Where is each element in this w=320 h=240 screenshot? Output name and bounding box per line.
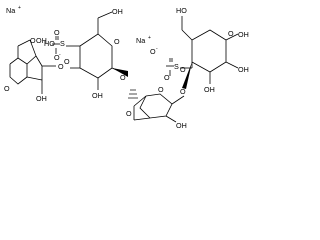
chemical-structure-drawing: Na + Na + (4, 5, 249, 130)
atom-ho: HO (44, 39, 55, 48)
atom-o: O (180, 65, 186, 74)
sodium-symbol: Na (136, 36, 145, 45)
atom-o: O (158, 85, 164, 94)
atom-o: O (164, 73, 170, 82)
atom-o: O (180, 87, 186, 96)
atom-o-anion: O (150, 47, 156, 56)
atom-oh: OH (204, 85, 215, 94)
atom-o: O (4, 84, 10, 93)
sodium-symbol: Na (6, 6, 15, 15)
atom-o: O (30, 36, 36, 45)
atom-o: O (228, 29, 234, 38)
atom-o-anion: O (54, 53, 60, 62)
atom-labels: O OH O OH O HO O S O - O OH O OH O O O O… (4, 6, 249, 130)
atom-oh: OH (92, 91, 103, 100)
sodium-charge: + (18, 5, 21, 11)
atom-o: O (114, 37, 120, 46)
atom-ho: HO (176, 6, 187, 15)
atom-o: O (54, 28, 60, 37)
atom-oh: OH (112, 7, 123, 16)
atom-s: S (60, 39, 65, 48)
atom-o: O (64, 57, 70, 66)
stereo-bonds (112, 62, 192, 99)
anion-charge: - (156, 46, 158, 52)
atom-oh: OH (176, 121, 187, 130)
atom-oh: OH (36, 94, 47, 103)
atom-oh: OH (238, 30, 249, 39)
atom-o: O (58, 62, 64, 71)
atom-o: O (120, 73, 126, 82)
anion-charge: - (59, 52, 61, 58)
sodium-ion-right: Na + (136, 35, 151, 45)
atom-oh: OH (36, 36, 47, 45)
atom-oh: OH (238, 65, 249, 74)
bond-skeleton (9, 11, 239, 123)
sodium-ion-left: Na + (6, 5, 21, 15)
atom-s: S (174, 62, 179, 71)
atom-o: O (126, 109, 132, 118)
sodium-charge: + (148, 35, 151, 41)
